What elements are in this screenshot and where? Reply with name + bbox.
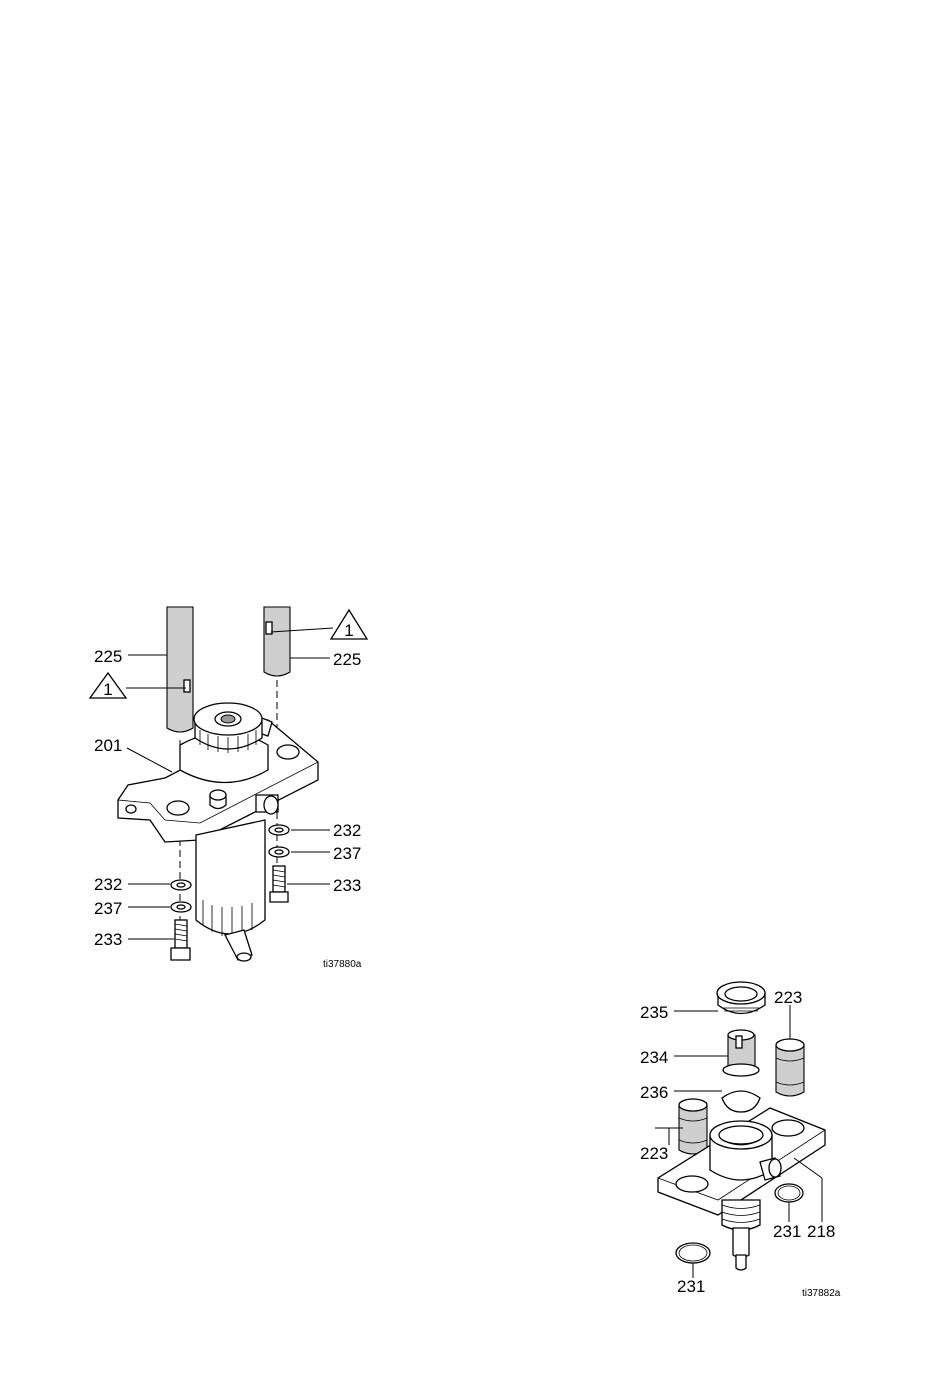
label-lockwasher-right: 237 <box>333 844 361 863</box>
sleeve-left <box>679 1099 707 1154</box>
label-rod-right: 225 <box>333 650 361 669</box>
housing-bowl <box>196 820 265 961</box>
label-lockwasher-left: 237 <box>94 899 122 918</box>
callout-number-left: 1 <box>103 680 112 699</box>
label-sleeve-right: 223 <box>774 988 802 1007</box>
label-body: 218 <box>807 1222 835 1241</box>
oring-bottom <box>676 1243 710 1263</box>
rod-right <box>264 607 290 676</box>
label-washer-left: 232 <box>94 875 122 894</box>
oring-right <box>775 1184 803 1202</box>
figure-2-exploded-view: 235 234 236 223 223 218 231 231 ti37882a <box>640 982 841 1299</box>
label-oring-bottom: 231 <box>677 1277 705 1296</box>
label-gasket: 236 <box>640 1083 668 1102</box>
label-housing: 201 <box>94 736 122 755</box>
sleeve-right <box>776 1039 804 1096</box>
label-bushing: 234 <box>640 1048 668 1067</box>
figure-2-id: ti37882a <box>802 1288 841 1299</box>
callout-number-right: 1 <box>344 621 353 640</box>
figure-1-id: ti37880a <box>323 959 362 970</box>
rod-left <box>167 607 193 732</box>
bushing <box>723 1030 759 1076</box>
label-rod-left: 225 <box>94 647 122 666</box>
label-screw-left: 233 <box>94 930 122 949</box>
label-nut: 235 <box>640 1003 668 1022</box>
label-washer-right: 232 <box>333 821 361 840</box>
label-screw-right: 233 <box>333 876 361 895</box>
nut <box>717 982 765 1014</box>
gasket <box>722 1091 760 1112</box>
label-oring-right: 231 <box>773 1222 801 1241</box>
fasteners-left <box>171 880 191 960</box>
figure-1-exploded-view: 1 1 225 225 201 232 237 233 232 237 233 … <box>90 607 367 970</box>
fasteners-right <box>269 825 289 902</box>
label-sleeve-left: 223 <box>640 1144 668 1163</box>
